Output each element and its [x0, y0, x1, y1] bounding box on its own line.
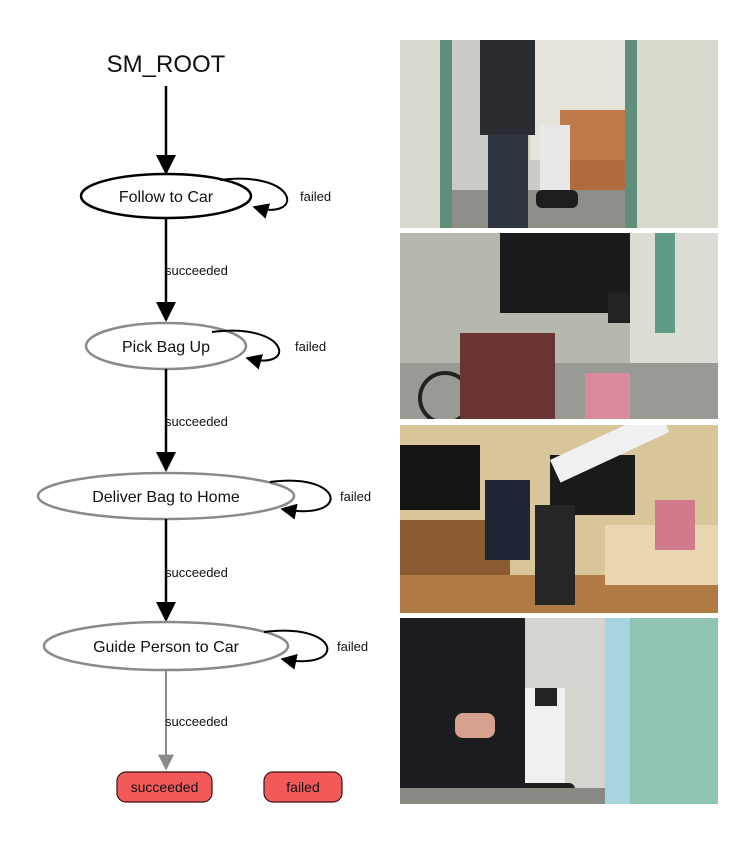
outcome-label: succeeded	[131, 779, 199, 795]
edge-label-pick-succeeded: succeeded	[165, 414, 228, 429]
state-guide-person-to-car[interactable]: Guide Person to Car	[42, 620, 290, 672]
edge-label-follow-failed: failed	[300, 189, 331, 204]
self-loop-guide	[263, 629, 329, 670]
photo-deliver-bag-to-home	[400, 425, 718, 613]
photo-illustration	[400, 40, 718, 228]
photo-pick-bag-up	[400, 233, 718, 419]
self-loop-deliver	[269, 479, 332, 520]
state-label: Follow to Car	[119, 189, 214, 206]
state-deliver-bag-to-home[interactable]: Deliver Bag to Home	[36, 471, 296, 521]
root-label: SM_ROOT	[107, 51, 226, 78]
outcome-succeeded[interactable]: succeeded	[116, 771, 213, 803]
self-loop-follow	[219, 177, 289, 219]
photo-guide-person-to-car	[400, 618, 718, 804]
edge-label-deliver-succeeded: succeeded	[165, 565, 228, 580]
photo-follow-to-car	[400, 40, 718, 228]
state-follow-to-car[interactable]: Follow to Car	[79, 172, 253, 220]
state-label: Deliver Bag to Home	[92, 489, 240, 506]
edge-label-guide-failed: failed	[337, 639, 368, 654]
photo-illustration	[400, 618, 718, 804]
state-label: Pick Bag Up	[122, 339, 210, 356]
state-label: Guide Person to Car	[93, 639, 240, 656]
self-loop-pick	[211, 329, 281, 370]
state-pick-bag-up[interactable]: Pick Bag Up	[84, 321, 248, 371]
edge-label-pick-failed: failed	[295, 339, 326, 354]
edge-label-deliver-failed: failed	[340, 489, 371, 504]
outcome-label: failed	[286, 779, 319, 795]
photo-illustration	[400, 425, 718, 613]
edge-label-guide-succeeded: succeeded	[165, 714, 228, 729]
photo-illustration	[400, 233, 718, 419]
outcome-failed[interactable]: failed	[263, 771, 343, 803]
state-machine-diagram: SM_ROOT Follow to Car failed succeeded P…	[36, 51, 371, 803]
edge-label-follow-succeeded: succeeded	[165, 263, 228, 278]
